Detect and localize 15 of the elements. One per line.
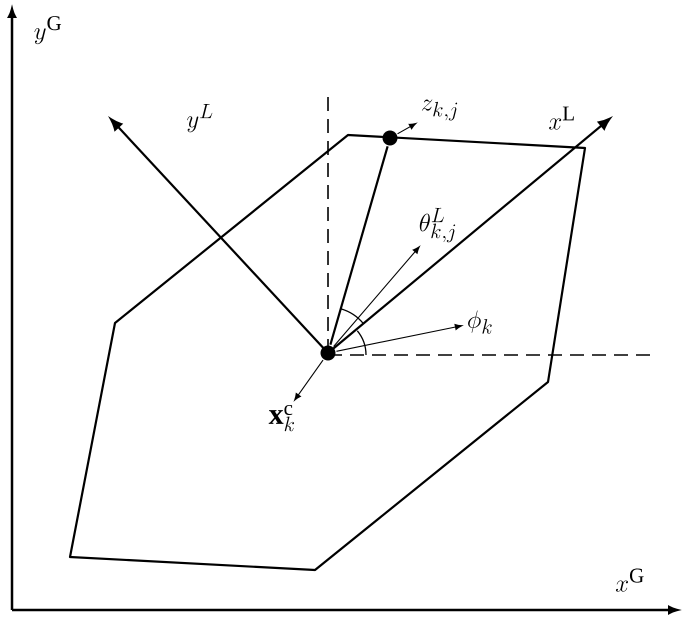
arrow <box>333 246 420 347</box>
axis-label: $y^{L}$ <box>187 104 212 132</box>
axis-label: $y^{\mathrm{G}}$ <box>34 16 62 44</box>
line <box>329 146 389 346</box>
arrow <box>397 122 416 134</box>
arrow <box>336 324 462 352</box>
point-marker <box>382 130 398 146</box>
math-label: $\mathbf{x}_k^{\mathrm{c}}$ <box>268 404 294 432</box>
point-marker <box>320 346 336 360</box>
math-label: $\theta_{k,j}^{L}$ <box>420 208 456 242</box>
axis-label: $x^{\mathrm{L}}$ <box>549 106 574 130</box>
math-label: $z_{k,j}$ <box>422 99 458 120</box>
math-label: $\phi_k$ <box>468 310 492 334</box>
axis-label: $x^{\mathrm{G}}$ <box>616 568 644 592</box>
arrow <box>294 360 324 401</box>
